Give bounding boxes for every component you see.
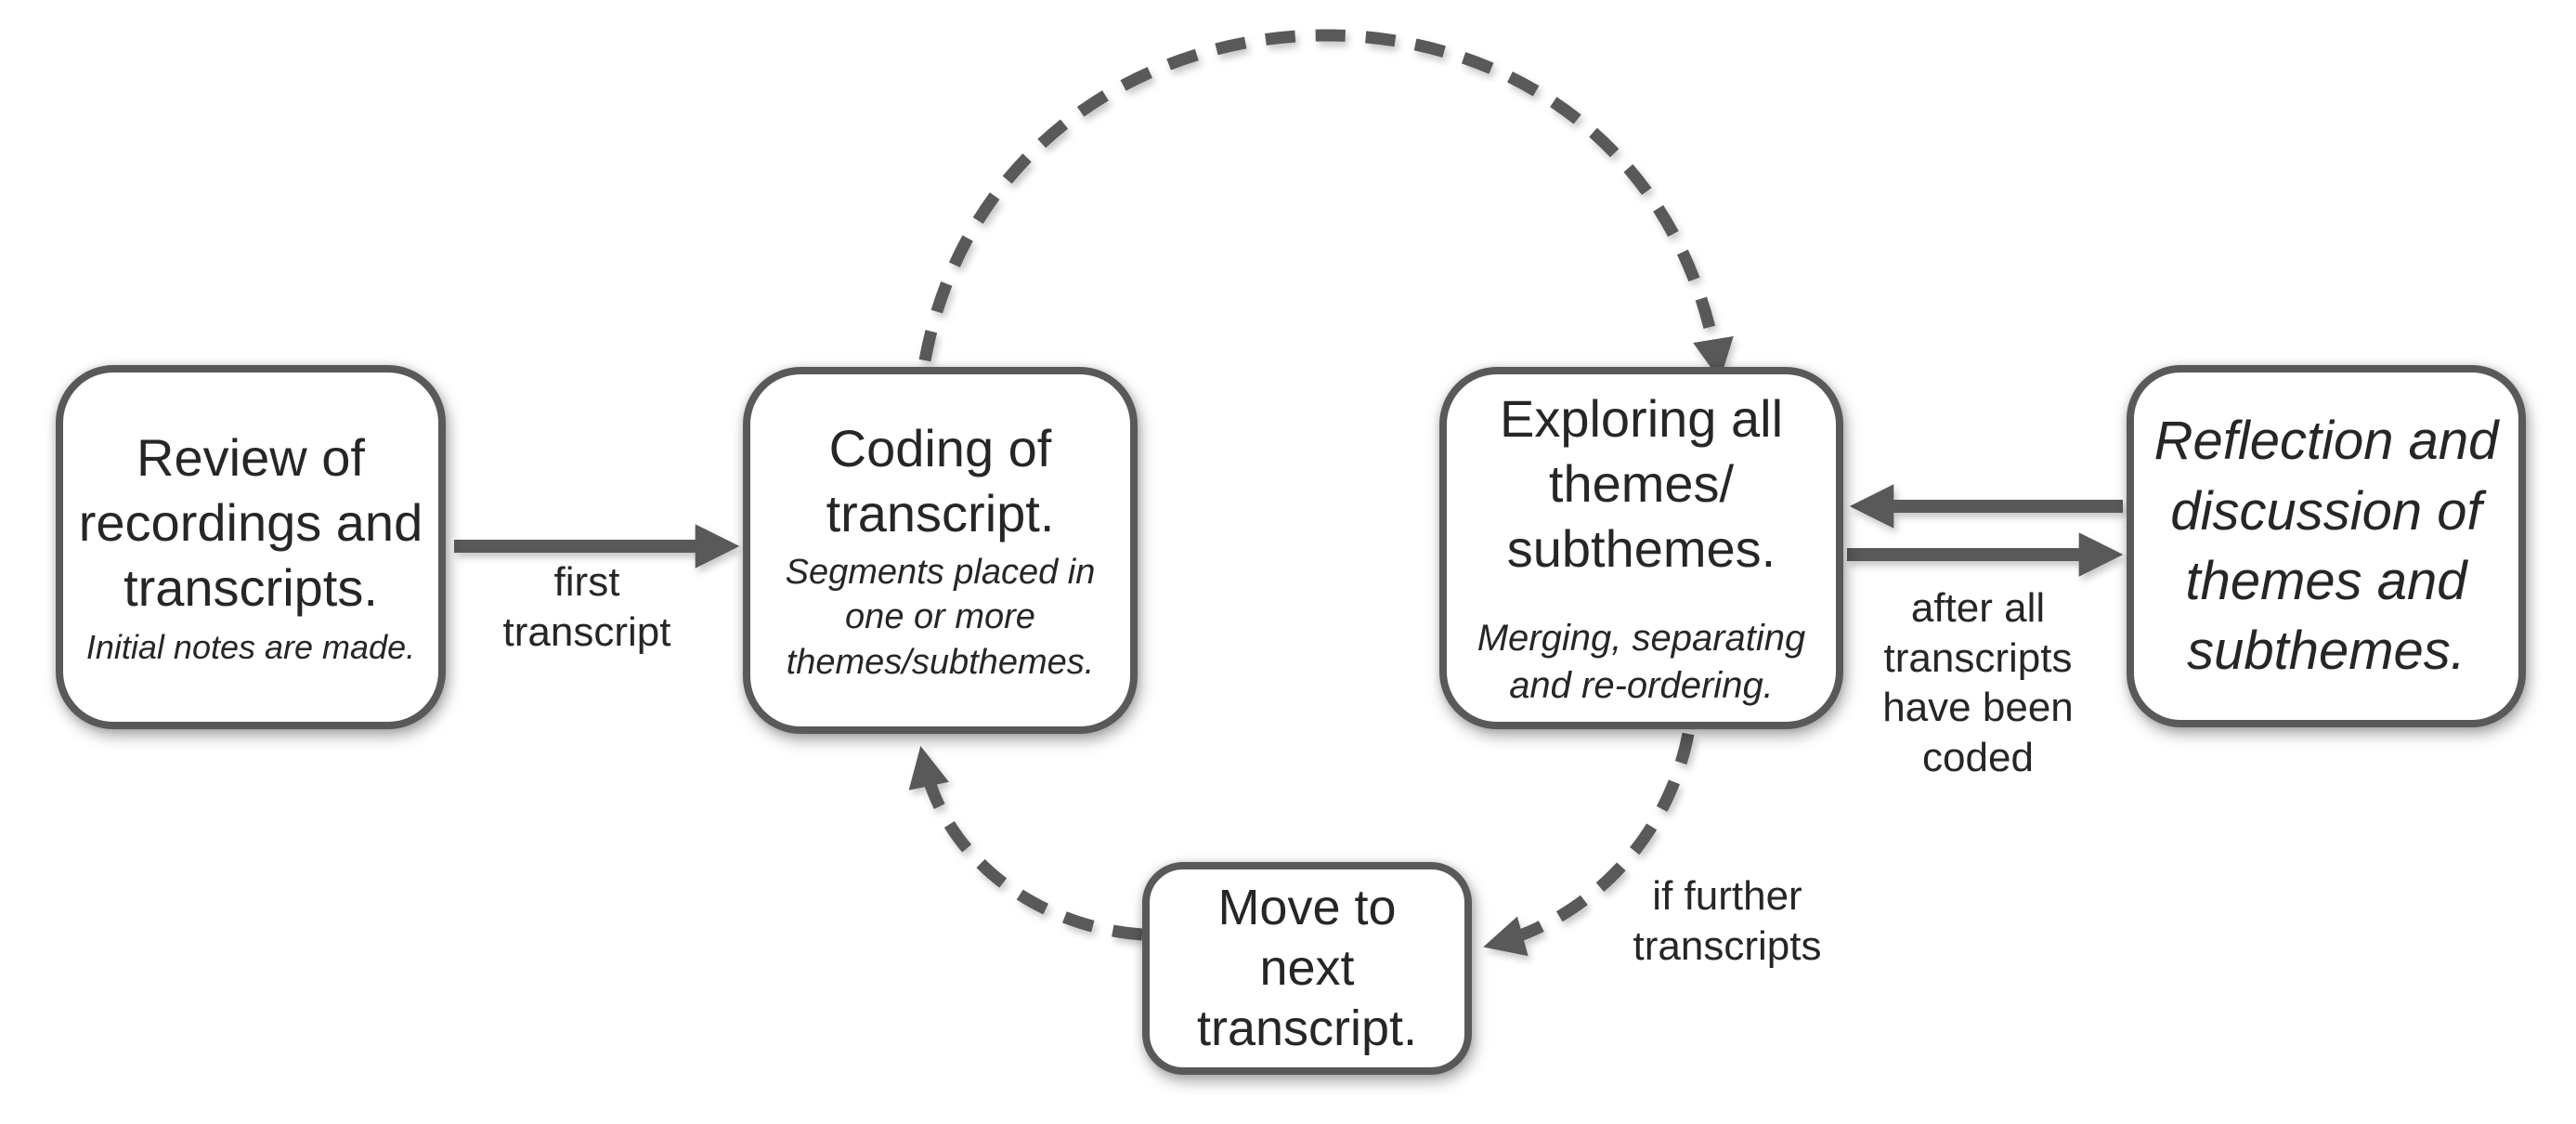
box-exploring-themes: Exploring all themes/ subthemes. Merging… xyxy=(1439,367,1843,729)
box-review-title: Review of recordings and transcripts. xyxy=(78,427,423,617)
arrow-coding-to-exploring-arc xyxy=(918,29,1734,381)
box-review-recordings: Review of recordings and transcripts. In… xyxy=(56,365,446,729)
box-coding-transcript: Coding of transcript. Segments placed in… xyxy=(743,367,1138,734)
box-reflection-title: Reflection and discussion of themes and … xyxy=(2153,411,2499,682)
box-coding-title: Coding of transcript. xyxy=(826,418,1055,542)
box-exploring-subtitle: Merging, separating and re-ordering. xyxy=(1477,617,1806,706)
label-first-transcript: first transcript xyxy=(502,559,671,655)
box-review-subtitle: Initial notes are made. xyxy=(85,627,416,666)
arrow-move-next-to-coding xyxy=(908,746,1143,941)
box-reflection-discussion: Reflection and discussion of themes and … xyxy=(2127,365,2526,727)
arrow-exploring-to-move-next xyxy=(1483,732,1695,957)
box-exploring-title: Exploring all themes/ subthemes. xyxy=(1499,388,1784,578)
box-move-title: Move to next transcript. xyxy=(1196,880,1418,1056)
box-move-next-transcript: Move to next transcript. xyxy=(1142,862,1472,1075)
label-after-all-transcripts-coded: after all transcripts have been coded xyxy=(1882,585,2074,781)
label-if-further-transcripts: if further transcripts xyxy=(1633,873,1822,969)
box-coding-subtitle: Segments placed in one or more themes/su… xyxy=(785,552,1096,682)
